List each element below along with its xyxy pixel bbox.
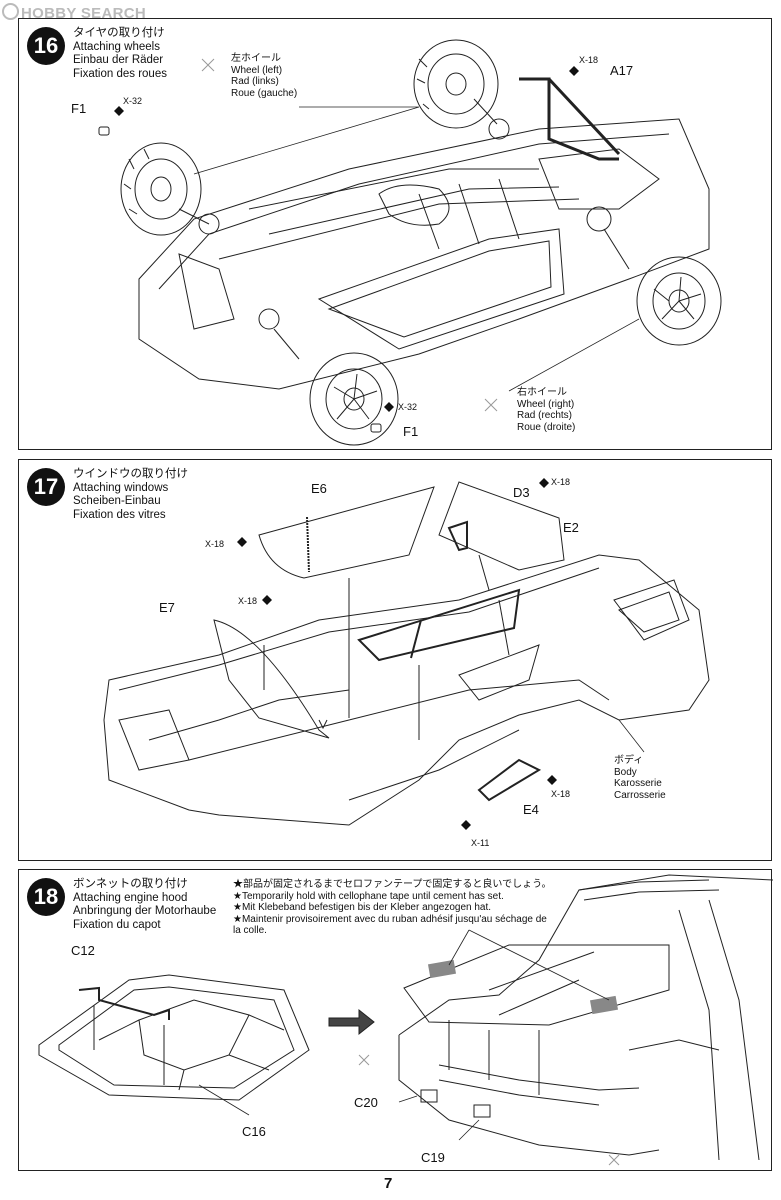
body-windows-diagram <box>103 478 710 830</box>
step-17-panel: 17 ウインドウの取り付け Attaching windows Scheiben… <box>18 459 772 861</box>
page-number: 7 <box>384 1175 393 1192</box>
title-en: Attaching windows <box>73 481 169 494</box>
cement-x18-b: X-18 <box>238 596 258 606</box>
title-fr: Fixation des vitres <box>73 508 166 521</box>
right-wheel-label: 右ホイール Wheel (right) Rad (rechts) Roue (d… <box>517 387 575 433</box>
cement-x18-c: X-18 <box>551 477 571 487</box>
part-e4: E4 <box>523 802 539 817</box>
part-c20: C20 <box>354 1095 378 1110</box>
title-fr: Fixation du capot <box>73 918 161 931</box>
cement-x18: X-18 <box>579 55 599 65</box>
cement-note: ★部品が固定されるまでセロファンテープで固定すると良いでしょう。 ★Tempor… <box>233 879 563 937</box>
cement-x18-a: X-18 <box>205 539 225 549</box>
step-number: 18 <box>27 878 65 916</box>
left-wheel-de: Rad (links) <box>231 76 279 87</box>
step-18-panel: 18 ボンネットの取り付け Attaching engine hood Anbr… <box>18 869 773 1171</box>
left-wheel-fr: Roue (gauche) <box>231 87 298 99</box>
part-d3: D3 <box>513 485 530 500</box>
body-label: ボディ Body Karosserie Carrosserie <box>614 755 666 801</box>
note-de: ★Mit Klebeband befestigen bis der Kleber… <box>233 902 492 914</box>
step-number: 16 <box>27 27 65 65</box>
part-f1-top: F1 <box>71 101 87 116</box>
title-jp: タイヤの取り付け <box>73 27 165 39</box>
body-en: Body <box>614 766 637 778</box>
chassis-wheels-diagram <box>98 39 722 446</box>
note-jp: ★部品が固定されるまでセロファンテープで固定すると良いでしょう。 <box>233 879 552 890</box>
engine-hood-diagram <box>38 874 773 1166</box>
note-fr-cont: la colle. <box>233 925 267 937</box>
part-f1-bottom: F1 <box>403 424 419 439</box>
title-de: Scheiben-Einbau <box>73 495 161 507</box>
part-c19: C19 <box>421 1150 445 1165</box>
title-jp: ウインドウの取り付け <box>73 468 188 480</box>
right-wheel-jp: 右ホイール <box>517 387 567 398</box>
body-fr: Carrosserie <box>614 789 666 801</box>
part-e7: E7 <box>159 600 175 615</box>
title-en: Attaching wheels <box>73 40 160 53</box>
cement-x32-bottom: X-32 <box>398 402 418 412</box>
note-fr: ★Maintenir provisoirement avec du ruban … <box>233 913 547 925</box>
part-a17: A17 <box>610 63 634 78</box>
cement-x32-top: X-32 <box>123 96 143 106</box>
part-c12: C12 <box>71 943 95 958</box>
note-en: ★Temporarily hold with cellophane tape u… <box>233 890 504 902</box>
title-fr: Fixation des roues <box>73 67 167 80</box>
step-title: ウインドウの取り付け Attaching windows Scheiben-Ei… <box>73 468 188 522</box>
part-e2: E2 <box>563 520 579 535</box>
right-wheel-fr: Roue (droite) <box>517 421 576 433</box>
title-en: Attaching engine hood <box>73 891 188 904</box>
step-number: 17 <box>27 468 65 506</box>
step-title: タイヤの取り付け Attaching wheels Einbau der Räd… <box>73 27 167 81</box>
body-de: Karosserie <box>614 778 662 789</box>
left-wheel-en: Wheel (left) <box>231 64 283 76</box>
cement-x18-d: X-18 <box>551 789 571 799</box>
part-e6: E6 <box>311 481 327 496</box>
title-jp: ボンネットの取り付け <box>73 878 188 890</box>
right-wheel-en: Wheel (right) <box>517 398 575 410</box>
left-wheel-jp: 左ホイール <box>231 53 281 64</box>
watermark: HOBBY SEARCH <box>2 3 146 22</box>
step-16-panel: 16 タイヤの取り付け Attaching wheels Einbau der … <box>18 18 772 450</box>
cement-x11: X-11 <box>471 838 490 848</box>
right-wheel-de: Rad (rechts) <box>517 410 573 421</box>
left-wheel-label: 左ホイール Wheel (left) Rad (links) Roue (gau… <box>231 53 297 99</box>
step-title: ボンネットの取り付け Attaching engine hood Anbring… <box>73 878 216 932</box>
title-de: Einbau der Räder <box>73 54 164 66</box>
title-de: Anbringung der Motorhaube <box>73 905 217 917</box>
watermark-logo-icon <box>2 3 19 20</box>
part-c16: C16 <box>242 1124 266 1139</box>
body-jp: ボディ <box>614 755 644 766</box>
